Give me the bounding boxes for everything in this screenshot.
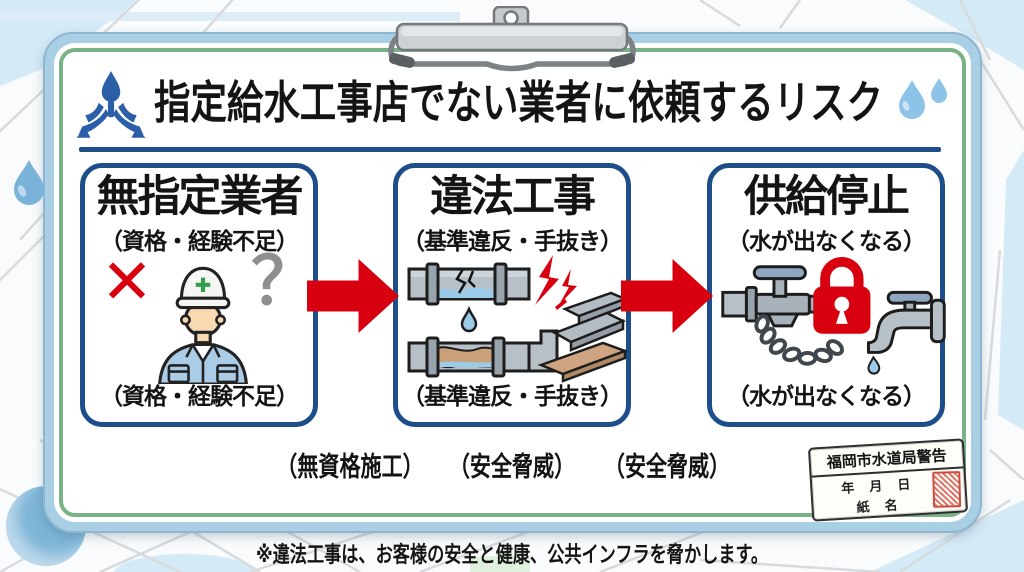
footer-note: ※違法工事は、お客様の安全と健康、公共インフラを脅かします。 [255, 542, 769, 567]
box-subtitle-top: （資格・経験不足） [100, 227, 299, 254]
box-heading: 供給停止 [744, 173, 910, 221]
pipe-top [407, 262, 531, 306]
flow-label: （安全脅威） [448, 452, 576, 482]
lightning-icon [535, 255, 577, 310]
pipe-bottom [407, 329, 559, 378]
risk-box-illegal-work: 違法工事 （基準違反・手抜き） [393, 163, 631, 427]
box-subtitle-bottom: （水が出なくなる） [727, 383, 926, 409]
box-subtitle-top: （基準違反・手抜き） [402, 227, 623, 254]
worker-icon [158, 266, 248, 384]
green-cross-icon [195, 277, 211, 293]
clipboard-clip-icon [388, 6, 636, 72]
page-title-text: 指定給水工事店でない業者に依頼するリスク [154, 77, 884, 128]
question-mark-icon: ？ [251, 244, 317, 318]
waterworks-logo-icon [76, 71, 146, 138]
risk-box-unlicensed: 無指定業者 （資格・経験不足） ✕ ？ （資格・経験不足） [80, 163, 318, 427]
stamp-rows: 年 月 日 紙 名 [812, 468, 966, 520]
box-heading: 無指定業者 [96, 173, 304, 221]
box-heading: 違法工事 [430, 173, 596, 221]
box-subtitle-bottom: （基準違反・手抜き） [402, 383, 623, 409]
flow-label: （無資格施工） [276, 452, 424, 482]
faucet-icon [866, 290, 946, 375]
box-subtitle-top: （水が出なくなる） [727, 227, 926, 254]
water-drop-icon [14, 160, 44, 205]
title-underline [79, 147, 941, 152]
box-subtitle-bottom: （資格・経験不足） [100, 383, 299, 409]
broken-pipes-icon [407, 255, 627, 383]
warning-stamp: 福岡市水道局警告 年 月 日 紙 名 [807, 438, 969, 522]
chain-icon [754, 314, 844, 366]
x-mark-icon: ✕ [101, 248, 153, 317]
risk-box-supply-stop: 供給停止 （水が出なくなる） [707, 163, 946, 427]
water-drops-icon [899, 78, 947, 119]
red-seal-icon [932, 471, 962, 508]
leak-drop-icon [460, 305, 478, 333]
flow-label: （安全脅威） [603, 452, 731, 482]
valve-icon [721, 265, 831, 328]
page-title: 指定給水工事店でない業者に依頼するリスク [154, 76, 1024, 130]
drip-drop-icon [867, 355, 881, 375]
padlock-icon [813, 256, 871, 334]
locked-valve-faucet-icon [721, 256, 946, 375]
